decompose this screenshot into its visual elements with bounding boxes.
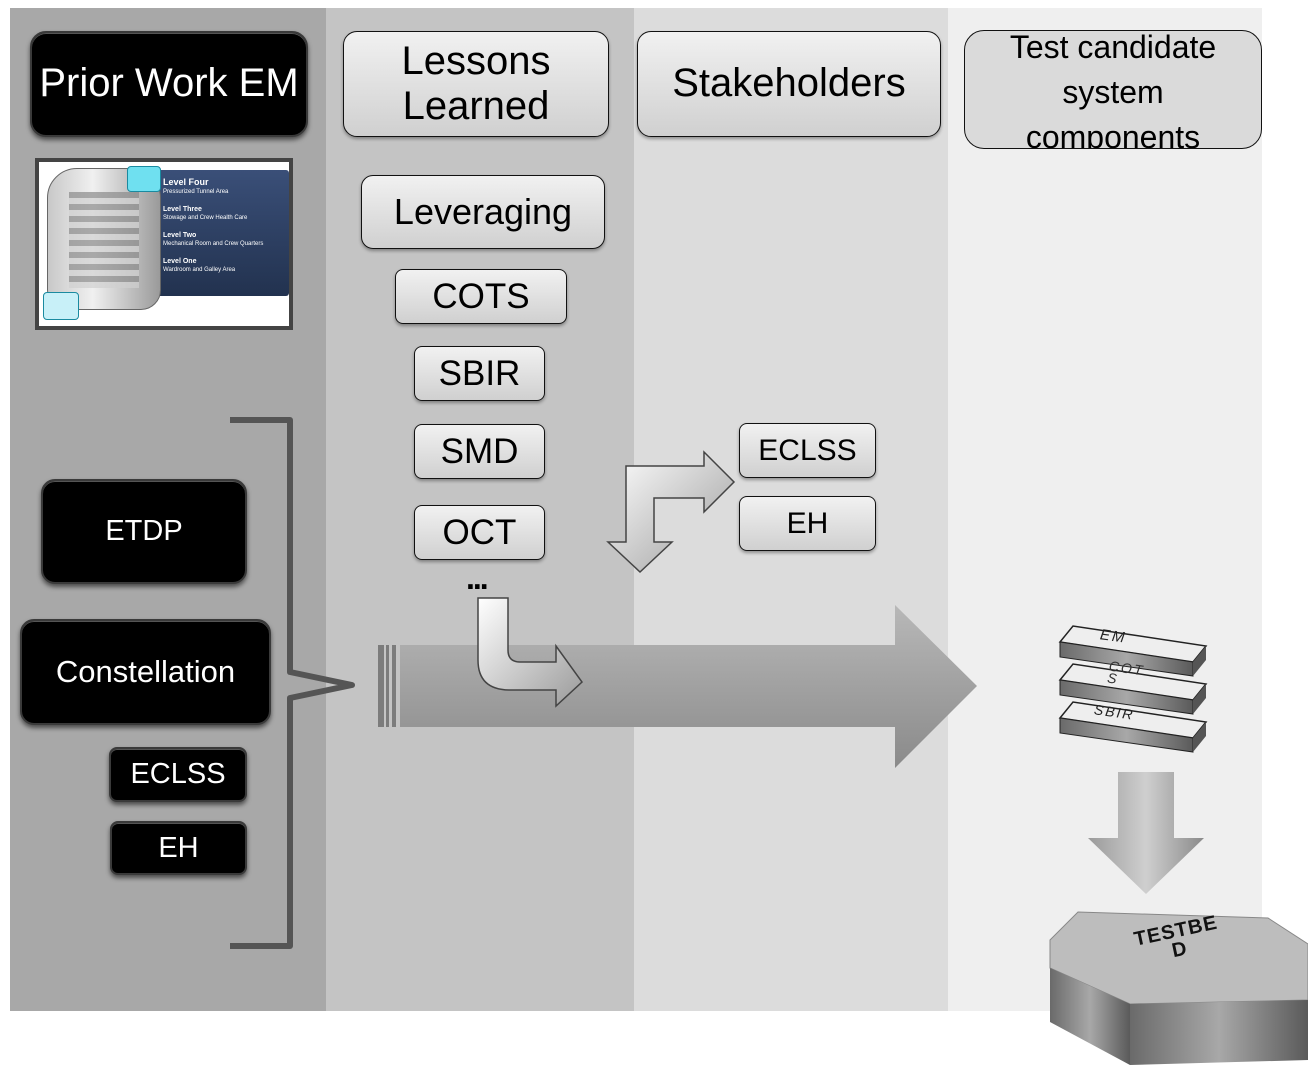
connector-icon-bottom [43,292,79,320]
item-leveraging: Leveraging [361,175,605,249]
curved-arrow-lessons [477,597,583,708]
level-three-subtitle: Stowage and Crew Health Care [163,215,248,221]
item-prior-eh-text: EH [158,831,199,864]
item-sbir: SBIR [414,346,545,401]
down-arrow-testbed [1088,772,1204,894]
level-two-title: Level Two [163,232,197,239]
habitat-module-detail [69,192,139,288]
header-stakeholders: Stakeholders [637,31,941,137]
header-stakeholders-text: Stakeholders [672,61,906,106]
stack-block-cots [1058,663,1208,715]
item-leveraging-text: Leveraging [393,190,573,232]
level-four-label: Level Four Pressurized Tunnel Area [163,177,229,196]
item-stakeholder-eclss: ECLSS [739,423,876,478]
item-etdp-text: ETDP [105,515,183,548]
item-prior-eh: EH [110,821,247,875]
item-constellation-text: Constellation [55,654,236,690]
level-two-subtitle: Mechanical Room and Crew Quarters [163,241,264,247]
big-right-arrow [378,605,977,768]
item-stakeholder-eclss-text: ECLSS [758,433,857,467]
level-three-label: Level Three Stowage and Crew Health Care [163,206,247,221]
item-prior-eclss: ECLSS [109,747,247,802]
grouping-bracket [230,417,355,949]
item-etdp: ETDP [41,479,247,584]
level-four-title: Level Four [163,177,209,187]
level-three-title: Level Three [163,206,202,213]
habitat-image: Level Four Pressurized Tunnel Area Level… [35,158,293,330]
item-smd-text: SMD [440,431,519,471]
item-cots-text: COTS [432,276,530,316]
item-oct-text: OCT [442,512,517,552]
level-one-title: Level One [163,258,197,265]
testbed-block [1049,911,1308,1065]
item-prior-eclss-text: ECLSS [130,758,226,791]
item-stakeholder-eh: EH [739,496,876,551]
item-constellation: Constellation [20,619,271,725]
level-one-label: Level One Wardroom and Galley Area [163,258,235,273]
level-four-subtitle: Pressurized Tunnel Area [163,189,229,195]
item-smd: SMD [414,424,545,479]
stack-block-sbir [1058,701,1208,753]
stack-block-em [1058,625,1208,677]
stack-label-cots: COT S [1106,658,1145,689]
level-two-label: Level Two Mechanical Room and Crew Quart… [163,232,263,247]
header-lessons-learned: Lessons Learned [343,31,609,137]
header-lessons-learned-text: Lessons Learned [401,38,551,128]
header-prior-work-em-text: Prior Work EM [39,61,299,106]
item-stakeholder-eh-text: EH [786,506,829,540]
item-oct: OCT [414,505,545,560]
elbow-arrow-stakeholders [606,450,736,574]
header-test-candidate-text: Test candidate system components [1009,30,1217,149]
stack-label-em: EM [1098,626,1128,647]
component-stack [1058,625,1208,753]
connector-icon-top [127,166,161,192]
level-one-subtitle: Wardroom and Galley Area [163,267,236,273]
header-prior-work-em: Prior Work EM [30,31,308,137]
item-sbir-text: SBIR [438,353,521,393]
header-test-candidate: Test candidate system components [964,30,1262,149]
item-more-ellipsis: ... [466,560,489,596]
item-cots: COTS [395,269,567,324]
